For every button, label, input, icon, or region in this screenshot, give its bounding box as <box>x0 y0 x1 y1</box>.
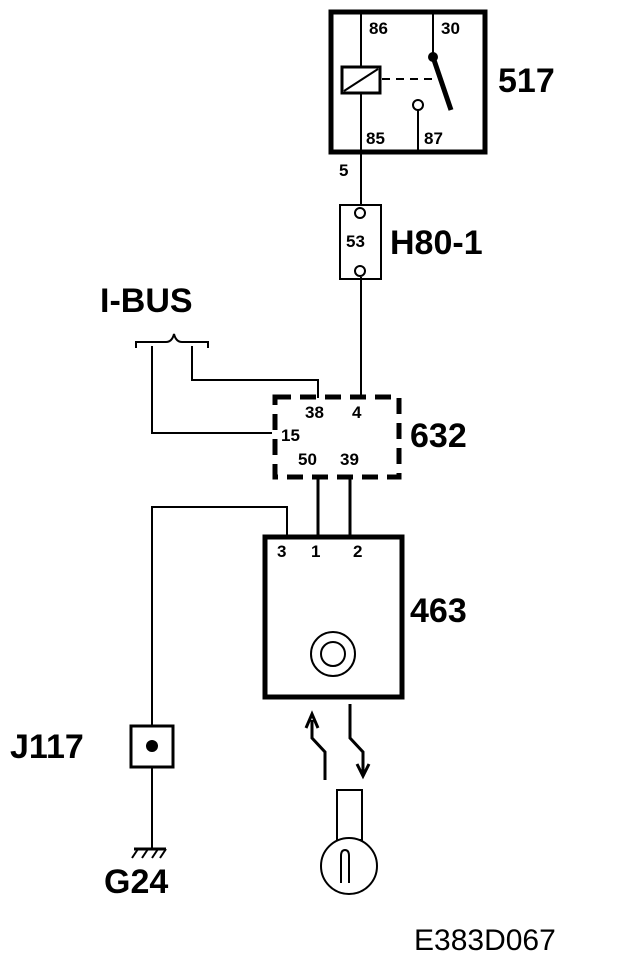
module-sensor-outer-icon <box>310 631 356 677</box>
relay-coil-diagonal <box>343 68 379 92</box>
connector-632: 38 4 15 50 39 632 <box>272 394 467 480</box>
signal-down-arrow-icon <box>348 704 371 780</box>
connector-pin-4: 4 <box>352 403 362 422</box>
relay-pin-85: 85 <box>366 129 385 148</box>
module-463: 3 1 2 463 <box>262 534 467 700</box>
ground-hatch-2 <box>141 848 149 859</box>
connector-pin-39: 39 <box>340 450 359 469</box>
wireless-signal <box>304 704 371 780</box>
junction-label: J117 <box>10 728 84 766</box>
transmitter-stem-icon <box>336 789 363 841</box>
connector-pin-38: 38 <box>305 403 324 422</box>
i-bus-label: I-BUS <box>100 282 193 320</box>
remote-transmitter <box>320 789 378 895</box>
module-pin-1: 1 <box>311 542 320 561</box>
ground-hatch-1 <box>131 848 139 859</box>
wire-ibus-to-pin15 <box>151 346 272 434</box>
relay-label: 517 <box>498 62 555 100</box>
connector-label: 632 <box>410 417 467 455</box>
relay-switch-arm <box>430 56 454 111</box>
connector-pin-15: 15 <box>281 426 300 445</box>
connector-dashed-box <box>272 394 402 480</box>
junction-dot-icon <box>146 740 158 752</box>
ground-hatch-4 <box>159 848 167 859</box>
ground-g24: G24 <box>104 847 168 901</box>
module-sensor-inner-icon <box>320 641 346 667</box>
module-label: 463 <box>410 592 467 630</box>
ground-hatch-3 <box>151 848 159 859</box>
module-box <box>262 534 405 700</box>
fuse-label: H80-1 <box>390 224 483 262</box>
module-pin-2: 2 <box>353 542 362 561</box>
transmitter-key-icon <box>340 848 350 883</box>
fuse-bottom-terminal-icon <box>354 265 366 277</box>
relay-pin-87: 87 <box>424 129 443 148</box>
wire-ibus-to-pin38 <box>191 346 319 398</box>
module-pin-3: 3 <box>277 542 286 561</box>
ground-label: G24 <box>104 863 168 901</box>
relay-contact-87-icon <box>412 99 424 111</box>
relay-pin-30: 30 <box>441 19 460 38</box>
fuse-top-terminal-icon <box>354 207 366 219</box>
i-bus-brace-icon <box>135 333 209 348</box>
wire-module-to-junction <box>151 506 288 727</box>
fuse-number: 53 <box>346 232 365 251</box>
relay-517: 86 30 85 87 517 <box>328 9 555 155</box>
relay-pin-86: 86 <box>369 19 388 38</box>
relay-box <box>328 9 488 155</box>
fuse-h80-1: 53 H80-1 <box>339 204 483 280</box>
figure-code: E383D067 <box>414 924 556 957</box>
connector-pin-50: 50 <box>298 450 317 469</box>
i-bus: I-BUS <box>100 282 319 434</box>
junction-j117: J117 <box>10 724 175 769</box>
signal-up-arrow-icon <box>304 710 327 780</box>
wire-pin-5: 5 <box>339 161 348 180</box>
